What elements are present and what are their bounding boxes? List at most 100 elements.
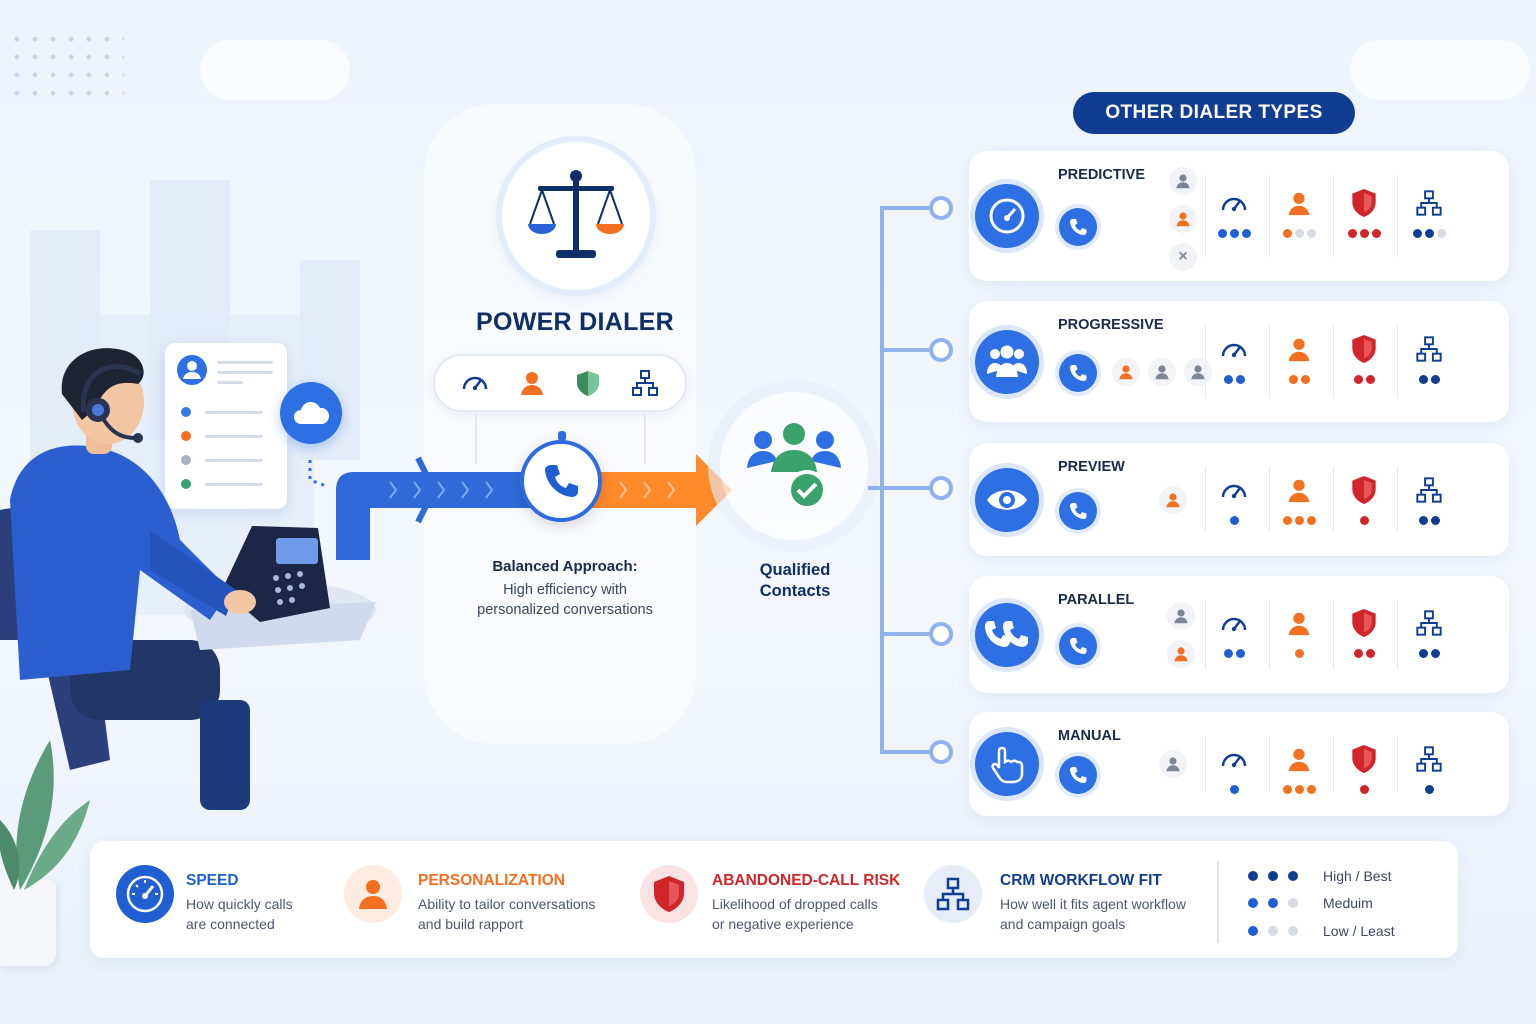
contact-icon — [1167, 602, 1195, 630]
metric-crm-workflow-fit — [1399, 742, 1459, 794]
rating-dots — [1229, 785, 1239, 794]
person-icon — [1282, 332, 1316, 366]
metric-abandoned-call-risk — [1334, 473, 1394, 525]
legend-speed-title: SPEED — [186, 872, 239, 889]
shield-icon — [577, 371, 600, 396]
metric-separator — [1269, 736, 1270, 792]
metric-separator — [1333, 325, 1334, 398]
person-icon — [1282, 742, 1316, 776]
phone-icon — [1059, 492, 1097, 530]
metric-speed — [1204, 473, 1264, 525]
contact-icon — [1112, 358, 1140, 386]
dialer-type-card-parallel[interactable]: PARALLEL — [969, 576, 1509, 693]
legend-risk-title: ABANDONED-CALL RISK — [712, 872, 901, 889]
metric-speed — [1204, 742, 1264, 794]
qualified-contacts-icon — [747, 423, 841, 510]
metric-abandoned-call-risk — [1334, 742, 1394, 794]
dialer-type-name: PREVIEW — [1058, 459, 1125, 475]
workflow-icon — [924, 865, 982, 923]
rating-dots — [1223, 649, 1245, 658]
other-dialer-types-title: OTHER DIALER TYPES — [1073, 92, 1355, 134]
dialer-type-card-progressive[interactable]: PROGRESSIVE — [969, 301, 1509, 422]
rating-dots — [1418, 375, 1440, 384]
dialer-type-card-preview[interactable]: PREVIEW — [969, 443, 1509, 556]
metric-abandoned-call-risk — [1334, 186, 1394, 238]
metric-personalization — [1269, 186, 1329, 238]
metric-abandoned-call-risk — [1334, 606, 1394, 658]
balance-scale-badge — [502, 142, 650, 290]
metric-personalization — [1269, 473, 1329, 525]
tree-branch — [880, 486, 942, 490]
phone-icon — [1059, 756, 1097, 794]
qualified-contacts-label: Qualified Contacts — [759, 561, 831, 600]
contact-icon — [1159, 486, 1187, 514]
legend-personalization-title: PERSONALIZATION — [418, 872, 565, 889]
rating-dots — [1412, 229, 1446, 238]
balanced-approach-description: High efficiency with personalized conver… — [477, 582, 653, 618]
tree-branch — [880, 348, 942, 352]
tree-node — [929, 622, 953, 646]
background-cloud — [200, 40, 350, 100]
workflow-icon — [1412, 332, 1446, 366]
rating-dots — [1359, 785, 1369, 794]
shield-icon — [1347, 742, 1381, 776]
speedometer-icon — [116, 865, 174, 923]
tree-node — [929, 740, 953, 764]
phone-icon — [1059, 354, 1097, 392]
metric-speed — [1204, 332, 1264, 384]
tree-node — [929, 196, 953, 220]
metric-crm-workflow-fit — [1399, 473, 1459, 525]
metric-crm-workflow-fit — [1399, 332, 1459, 384]
rating-dots — [1353, 649, 1375, 658]
cloud-icon — [280, 382, 342, 444]
metric-separator — [1397, 325, 1398, 398]
metric-personalization — [1269, 742, 1329, 794]
contact-icon — [1169, 205, 1197, 233]
scale-medium: Meduim — [1248, 895, 1373, 911]
tree-node — [929, 338, 953, 362]
metric-separator — [1205, 325, 1206, 398]
speedometer-icon — [1217, 606, 1251, 640]
rating-dots — [1282, 229, 1316, 238]
workflow-icon — [1412, 742, 1446, 776]
rating-dots — [1282, 785, 1316, 794]
power-dialer-metrics — [433, 354, 687, 412]
dialer-tree-trunk — [880, 208, 884, 752]
dialer-type-name: MANUAL — [1058, 728, 1121, 744]
workflow-icon — [1412, 606, 1446, 640]
rating-dots — [1347, 229, 1381, 238]
contact-icon — [1169, 167, 1197, 195]
metric-separator — [1205, 600, 1206, 669]
metric-separator — [1333, 467, 1334, 532]
workflow-icon — [1412, 473, 1446, 507]
rating-dots — [1217, 229, 1251, 238]
plant-leaves-icon — [0, 740, 90, 890]
metric-separator — [1205, 467, 1206, 532]
call-center-agent-illustration — [0, 348, 376, 810]
rating-dots — [1288, 375, 1310, 384]
person-icon — [1282, 606, 1316, 640]
scale-low: Low / Least — [1248, 923, 1395, 939]
double-phone-icon — [975, 603, 1039, 667]
plant-pot — [0, 880, 56, 966]
dialer-type-name: PREDICTIVE — [1058, 167, 1146, 183]
metric-personalization — [1269, 332, 1329, 384]
shield-icon — [1347, 473, 1381, 507]
eye-icon — [975, 468, 1039, 532]
metric-crm-workflow-fit — [1399, 186, 1459, 238]
dialer-type-card-predictive[interactable]: PREDICTIVE× — [969, 151, 1509, 281]
rating-dots — [1359, 516, 1369, 525]
person-icon — [520, 372, 543, 395]
balance-scale-icon — [528, 170, 624, 258]
rating-dots — [1229, 516, 1239, 525]
person-icon — [1282, 186, 1316, 220]
balanced-approach-title: Balanced Approach: — [492, 558, 638, 575]
legend-crm-title: CRM WORKFLOW FIT — [1000, 872, 1162, 889]
dialer-type-card-manual[interactable]: MANUAL — [969, 712, 1509, 816]
metric-speed — [1204, 606, 1264, 658]
